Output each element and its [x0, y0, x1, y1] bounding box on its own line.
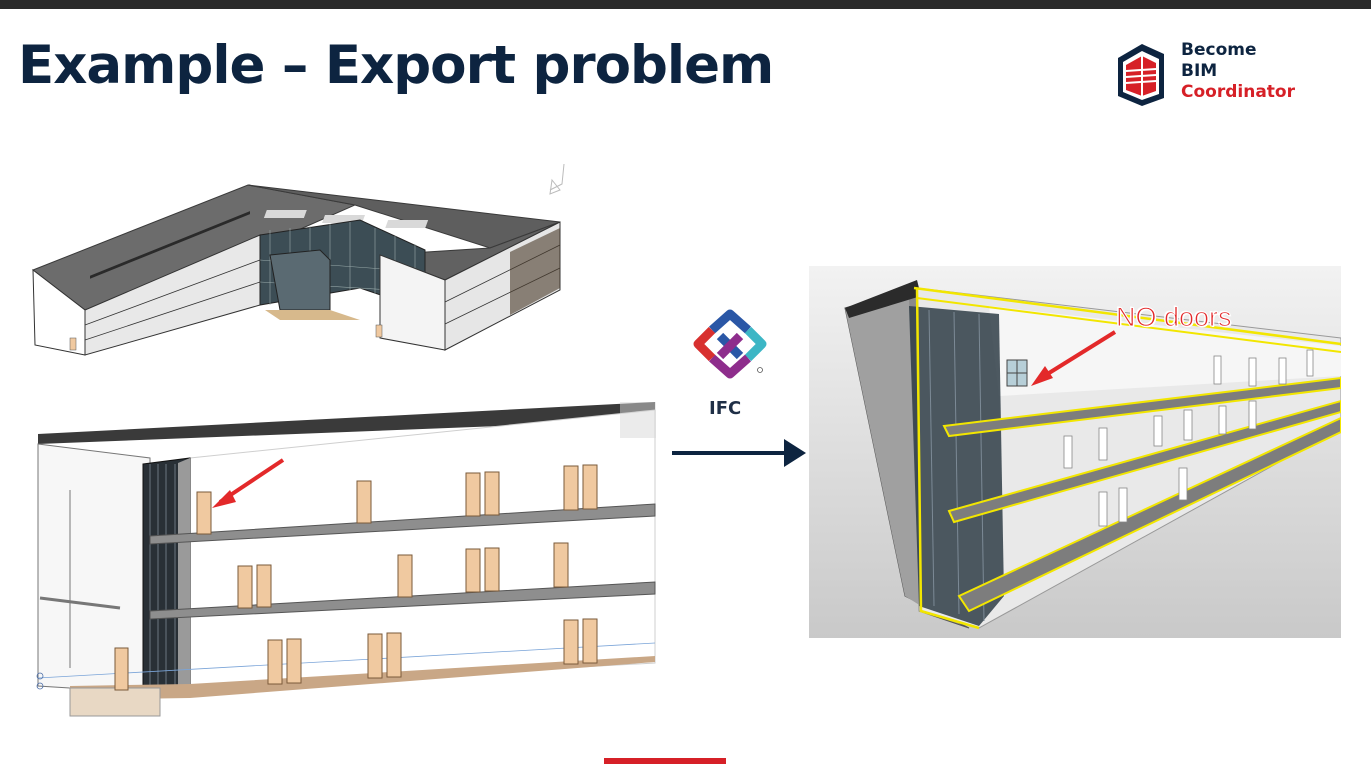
top-dark-bar: [0, 0, 1371, 9]
logo-line-become: Become: [1181, 40, 1257, 60]
bottom-accent-bar: [604, 758, 726, 764]
building-logo-icon: [1118, 44, 1164, 106]
logo-wordmark: Become BIM Coordinator: [1181, 40, 1295, 103]
export-arrow-icon: [672, 436, 806, 474]
ifc-viewer-image: [809, 266, 1341, 638]
slide-title: Example – Export problem: [18, 35, 774, 96]
revit-section-image: [30, 398, 656, 718]
logo-line-bim: BIM: [1181, 61, 1218, 81]
ifc-label: IFC: [709, 398, 742, 419]
logo-line-coordinator: Coordinator: [1181, 82, 1295, 102]
no-doors-callout: NO doors: [1116, 302, 1233, 333]
brand-logo: Become BIM Coordinator: [1112, 40, 1312, 110]
isometric-building-image: [30, 160, 575, 365]
ifc-logo-icon: [692, 308, 768, 380]
